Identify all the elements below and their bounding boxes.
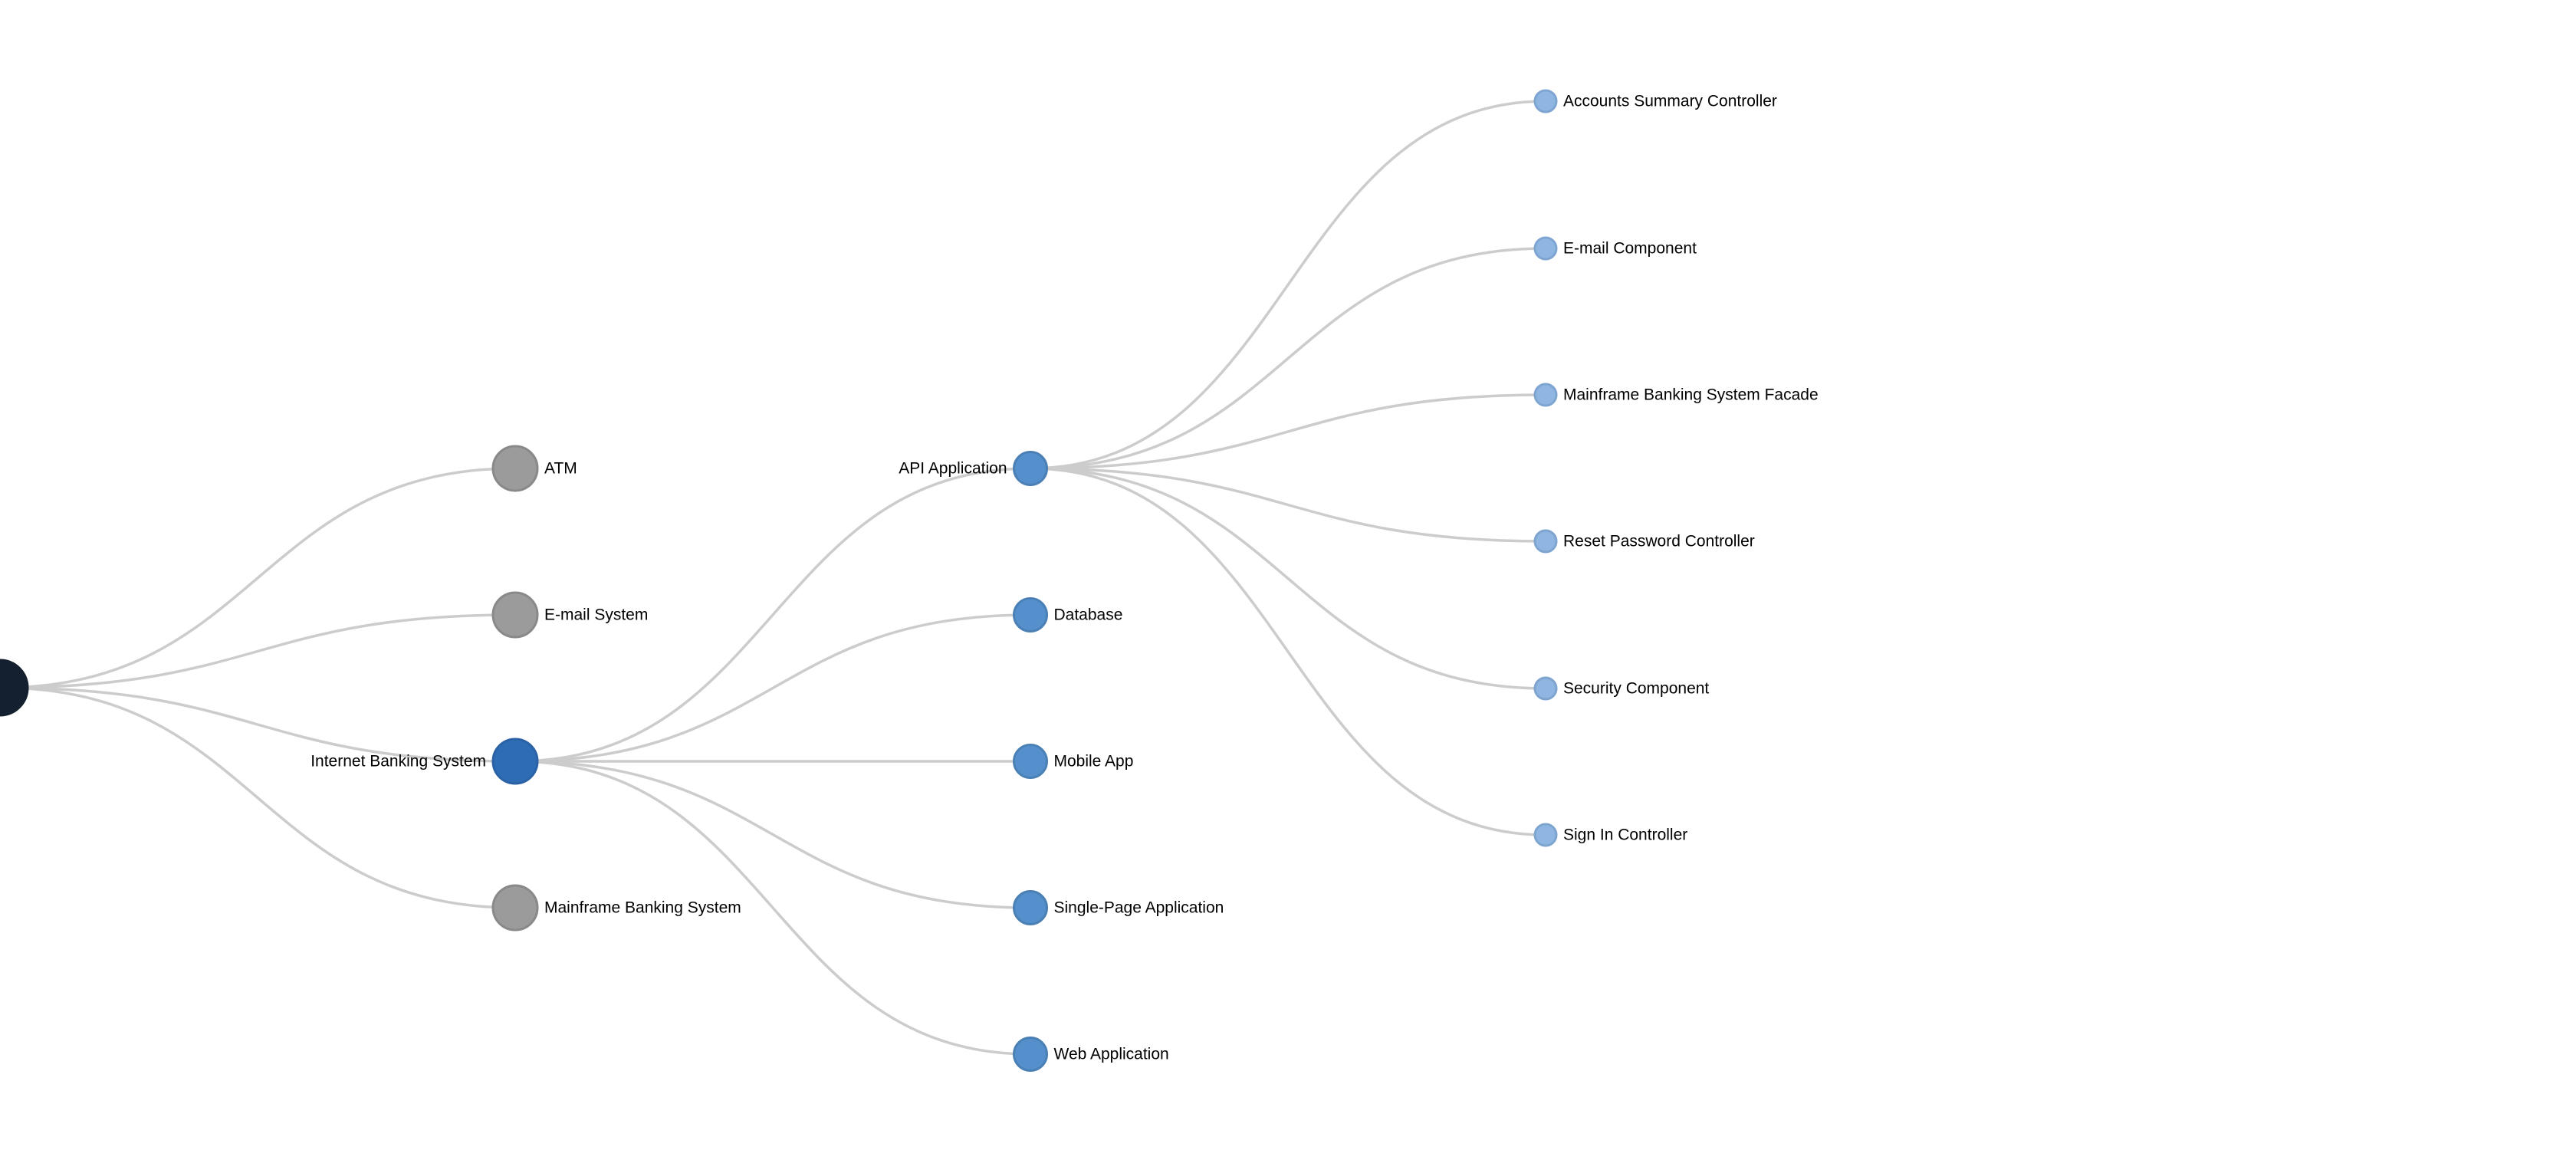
link-api-application-to-security-component	[1030, 467, 1546, 690]
link-root-to-internet-banking-system	[0, 686, 516, 763]
tree-label-mainframe-banking-system-facade: Mainframe Banking System Facade	[1563, 386, 1819, 404]
tree-label-atm: ATM	[544, 460, 577, 478]
tree-node-atm[interactable]	[491, 445, 539, 492]
tree-label-e-mail-component: E-mail Component	[1563, 240, 1697, 258]
tree-node-root[interactable]	[0, 659, 29, 717]
tree-label-internet-banking-system: Internet Banking System	[310, 753, 486, 770]
tree-node-mainframe-banking-system[interactable]	[491, 884, 539, 932]
tree-node-security-component[interactable]	[1533, 676, 1558, 701]
tree-node-sign-in-controller[interactable]	[1533, 823, 1558, 847]
tree-node-web-application[interactable]	[1013, 1037, 1048, 1072]
tree-label-single-page-application: Single-Page Application	[1054, 899, 1224, 917]
tree-label-e-mail-system: E-mail System	[544, 606, 648, 624]
nodes-layer	[0, 89, 1558, 1072]
link-api-application-to-e-mail-component	[1030, 247, 1546, 470]
tree-node-accounts-summary-controller[interactable]	[1533, 89, 1558, 113]
tree-label-mobile-app: Mobile App	[1054, 753, 1134, 770]
link-api-application-to-reset-password-controller	[1030, 467, 1546, 543]
link-root-to-atm	[0, 467, 516, 689]
tree-node-e-mail-system[interactable]	[491, 591, 539, 639]
link-api-application-to-mainframe-banking-system-facade	[1030, 393, 1546, 470]
tree-label-web-application: Web Application	[1054, 1046, 1169, 1063]
link-api-application-to-sign-in-controller	[1030, 467, 1546, 836]
tree-label-mainframe-banking-system: Mainframe Banking System	[544, 899, 741, 917]
link-root-to-e-mail-system	[0, 613, 516, 689]
tree-label-reset-password-controller: Reset Password Controller	[1563, 533, 1755, 550]
tree-label-database: Database	[1054, 606, 1123, 624]
links-layer	[0, 100, 1546, 1056]
link-api-application-to-accounts-summary-controller	[1030, 100, 1546, 470]
tree-label-security-component: Security Component	[1563, 680, 1709, 698]
tree-node-reset-password-controller[interactable]	[1533, 529, 1558, 554]
tree-node-database[interactable]	[1013, 597, 1048, 632]
tree-node-internet-banking-system[interactable]	[491, 738, 539, 785]
tree-label-api-application: API Application	[899, 460, 1007, 478]
tree-node-single-page-application[interactable]	[1013, 890, 1048, 925]
link-internet-banking-system-to-database	[514, 613, 1031, 763]
link-internet-banking-system-to-api-application	[514, 467, 1031, 763]
link-internet-banking-system-to-web-application	[514, 760, 1031, 1056]
tree-node-api-application[interactable]	[1013, 451, 1048, 486]
tree-label-sign-in-controller: Sign In Controller	[1563, 826, 1687, 844]
tree-label-accounts-summary-controller: Accounts Summary Controller	[1563, 93, 1777, 110]
tree-node-mainframe-banking-system-facade[interactable]	[1533, 383, 1558, 407]
tree-node-e-mail-component[interactable]	[1533, 236, 1558, 261]
tree-node-mobile-app[interactable]	[1013, 744, 1048, 779]
link-root-to-mainframe-banking-system	[0, 686, 516, 909]
link-internet-banking-system-to-single-page-application	[514, 760, 1031, 909]
